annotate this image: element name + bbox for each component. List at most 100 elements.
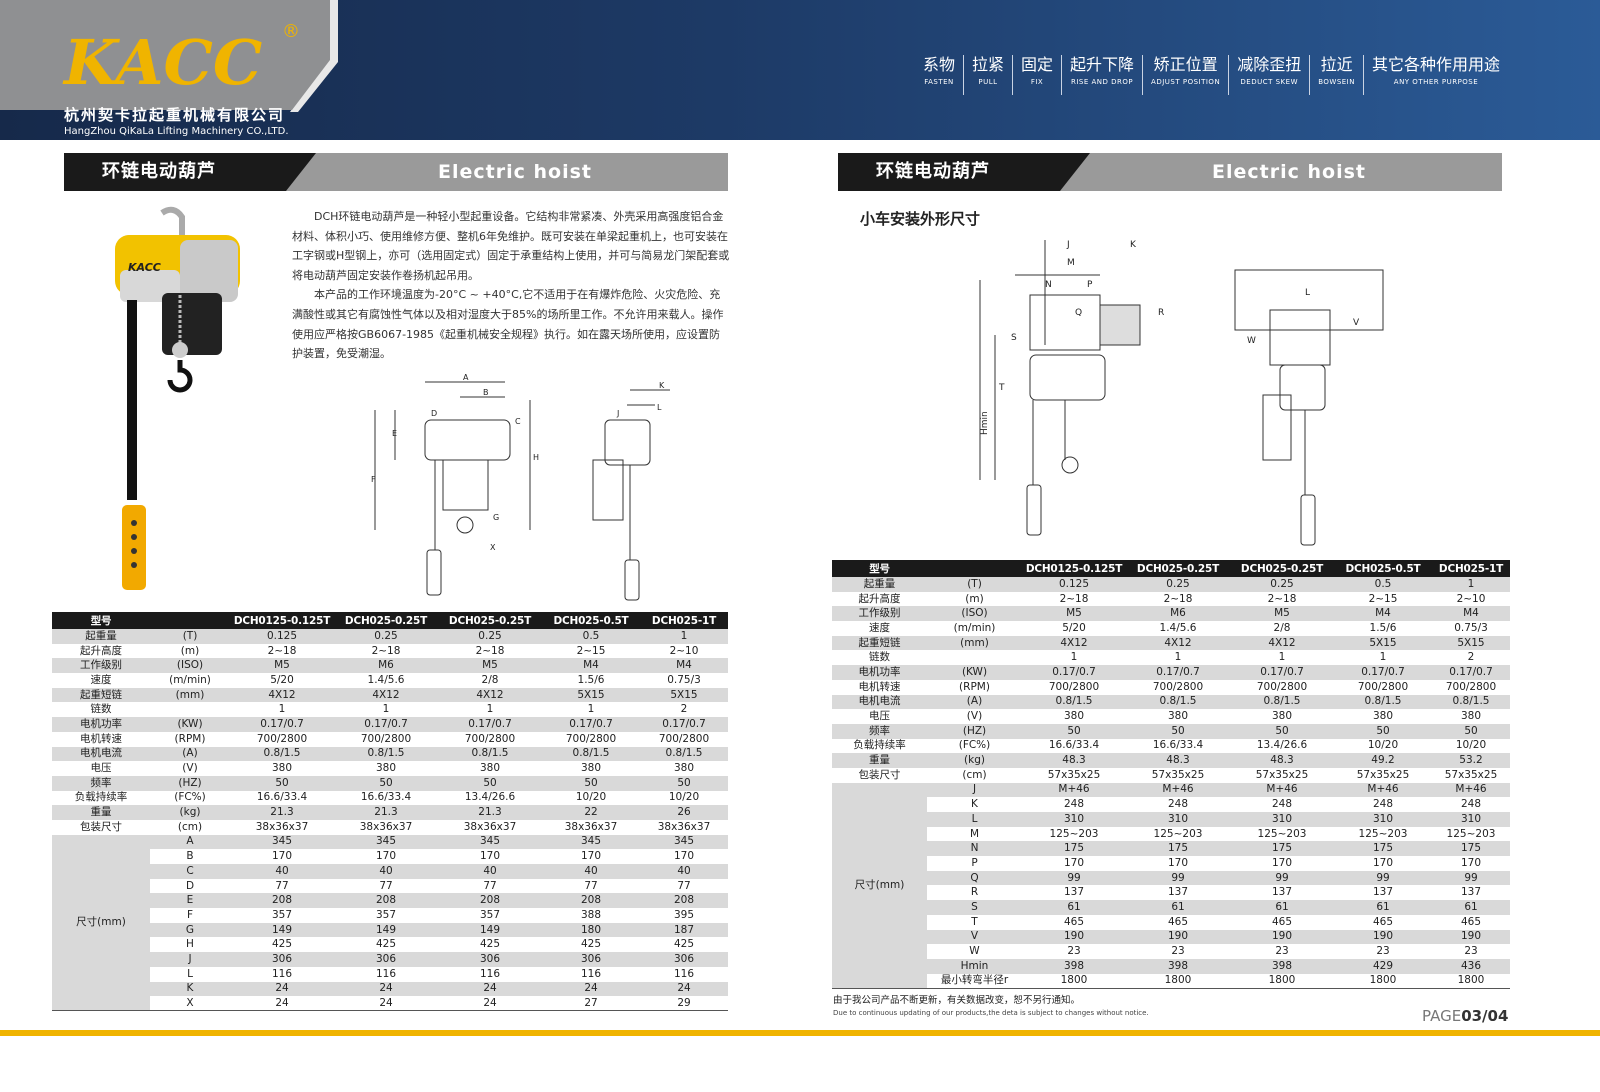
table-cell: (KW): [150, 717, 230, 732]
dim-label: F: [371, 475, 376, 484]
table-cell: 380: [1063, 710, 1085, 723]
table-cell: 465: [1271, 915, 1293, 928]
table-cell: 负载持续率: [74, 791, 128, 804]
table-cell: 电机功率: [52, 717, 150, 732]
table-cell: 700/2800: [1357, 680, 1409, 693]
table-cell: 起重短链: [52, 687, 150, 703]
table-cell: 61: [1334, 900, 1432, 915]
table-cell: 23: [1464, 945, 1478, 958]
table-cell: 0.75/3: [667, 673, 701, 686]
table-cell: 50: [230, 775, 334, 791]
header-cell: DCH025-1T: [640, 612, 728, 629]
header-cell: 型号: [832, 560, 927, 577]
table-cell: 电机功率: [832, 665, 927, 680]
nav-item-en: BOWSEIN: [1318, 78, 1355, 86]
table-cell: 306: [438, 952, 542, 967]
table-cell: 465: [1063, 915, 1085, 928]
table-cell: 1: [1379, 651, 1387, 664]
table-cell: 16.6/33.4: [360, 791, 412, 804]
table-cell: 0.8/1.5: [1432, 694, 1510, 710]
company-name-cn: 杭州契卡拉起重机械有限公司: [64, 106, 286, 124]
table-cell: M+46: [1126, 782, 1230, 798]
hoist-dimension-drawing: A B C D E F G H X K J L: [371, 373, 670, 601]
table-cell: J: [150, 952, 230, 967]
table-cell: 170: [271, 850, 293, 863]
table-cell: 208: [230, 893, 334, 909]
table-cell: 工作级别: [52, 658, 150, 674]
table-cell: H: [186, 938, 194, 951]
table-cell: 50: [438, 775, 542, 791]
table-cell: 380: [479, 762, 501, 775]
banner-title-cn: 环链电动葫芦: [102, 161, 216, 182]
dim-label: V: [1353, 318, 1360, 328]
table-cell: 380: [375, 762, 397, 775]
table-cell: 23: [1275, 945, 1289, 958]
table-cell: 1.5/6: [1369, 621, 1397, 634]
table-cell: 50: [640, 775, 728, 791]
table-cell: 起升高度: [80, 644, 122, 657]
dimension-group-label: 尺寸(mm): [52, 834, 150, 1011]
table-cell: 175: [1230, 841, 1334, 857]
table-cell: B: [186, 850, 194, 863]
dimension-group-label: 尺寸(mm): [832, 782, 927, 989]
dim-label: J: [616, 409, 619, 418]
table-cell: 0.8/1.5: [1022, 694, 1126, 710]
table-cell: 57x35x25: [1444, 768, 1498, 781]
table-cell: 重量: [832, 753, 927, 768]
table-cell: 29: [677, 996, 691, 1009]
table-cell: 398: [1230, 958, 1334, 974]
table-cell: 1: [1174, 651, 1182, 664]
table-cell: (T): [927, 577, 1022, 592]
table-cell: 24: [483, 996, 497, 1009]
table-cell: 0.8/1.5: [1126, 694, 1230, 710]
dim-label: L: [1305, 288, 1310, 298]
footnote-cn: 由于我公司产品不断更新，有关数据改变，恕不另行通知。: [833, 995, 1081, 1006]
table-cell: (m/min): [953, 621, 996, 634]
nav-item-cn: 系物: [922, 55, 955, 74]
table-cell: 306: [542, 952, 640, 967]
table-cell: 重量: [52, 805, 150, 820]
table-cell: 1: [1432, 577, 1510, 592]
table-cell: 116: [271, 967, 293, 980]
table-cell: (kg): [150, 805, 230, 820]
table-cell: (HZ): [927, 723, 1022, 739]
registered-mark: ®: [282, 21, 300, 42]
banner-title-en: Electric hoist: [1212, 161, 1366, 183]
table-cell: G: [150, 922, 230, 938]
table-cell: 包装尺寸: [858, 768, 901, 781]
table-cell: M+46: [1022, 782, 1126, 798]
table-cell: 700/2800: [360, 732, 412, 745]
table-cell: 0.17/0.7: [230, 717, 334, 732]
table-cell: 40: [542, 864, 640, 879]
table-cell: 310: [1432, 812, 1510, 827]
table-cell: 0.25: [334, 629, 438, 644]
table-cell: 0.25: [438, 629, 542, 644]
table-cell: 1: [640, 629, 728, 644]
dim-label: L: [657, 403, 662, 412]
table-cell: (cm): [177, 820, 203, 833]
table-cell: (mm): [927, 635, 1022, 651]
electric-hoist-photo: KACC: [115, 206, 240, 590]
table-cell: 23: [1376, 945, 1390, 958]
table-cell: 24: [230, 981, 334, 997]
table-cell: 425: [479, 938, 501, 951]
table-cell: 2~18: [475, 644, 505, 657]
table-cell: 77: [677, 879, 691, 892]
table-cell: W: [969, 945, 980, 958]
table-cell: (RPM): [174, 732, 206, 745]
table-cell: 125~203: [1358, 827, 1408, 840]
nav-item-en: FIX: [1030, 78, 1044, 86]
description-paragraph: 本产品的工作环境温度为-20°C ~ +40°C,它不适用于在有爆炸危险、火灾危…: [292, 288, 724, 361]
